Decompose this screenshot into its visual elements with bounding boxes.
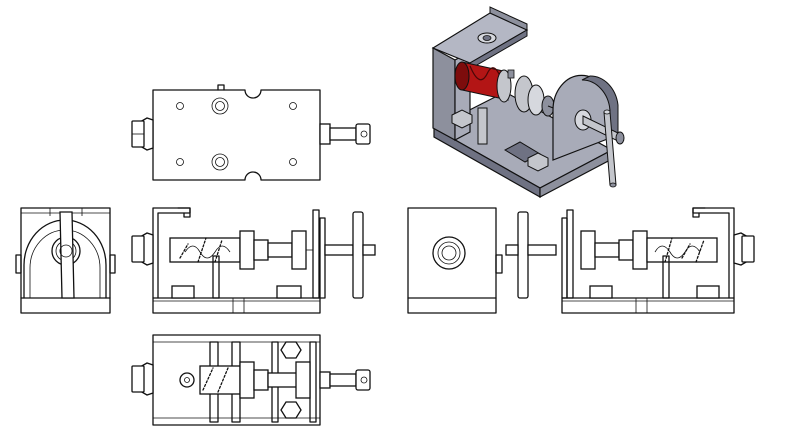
front-view (131, 207, 376, 314)
bottom-view (131, 334, 371, 426)
left-side-view (15, 207, 116, 314)
top-view (131, 84, 371, 181)
rear-side-view (407, 207, 503, 314)
back-view (505, 207, 755, 314)
isometric-view (431, 6, 625, 199)
